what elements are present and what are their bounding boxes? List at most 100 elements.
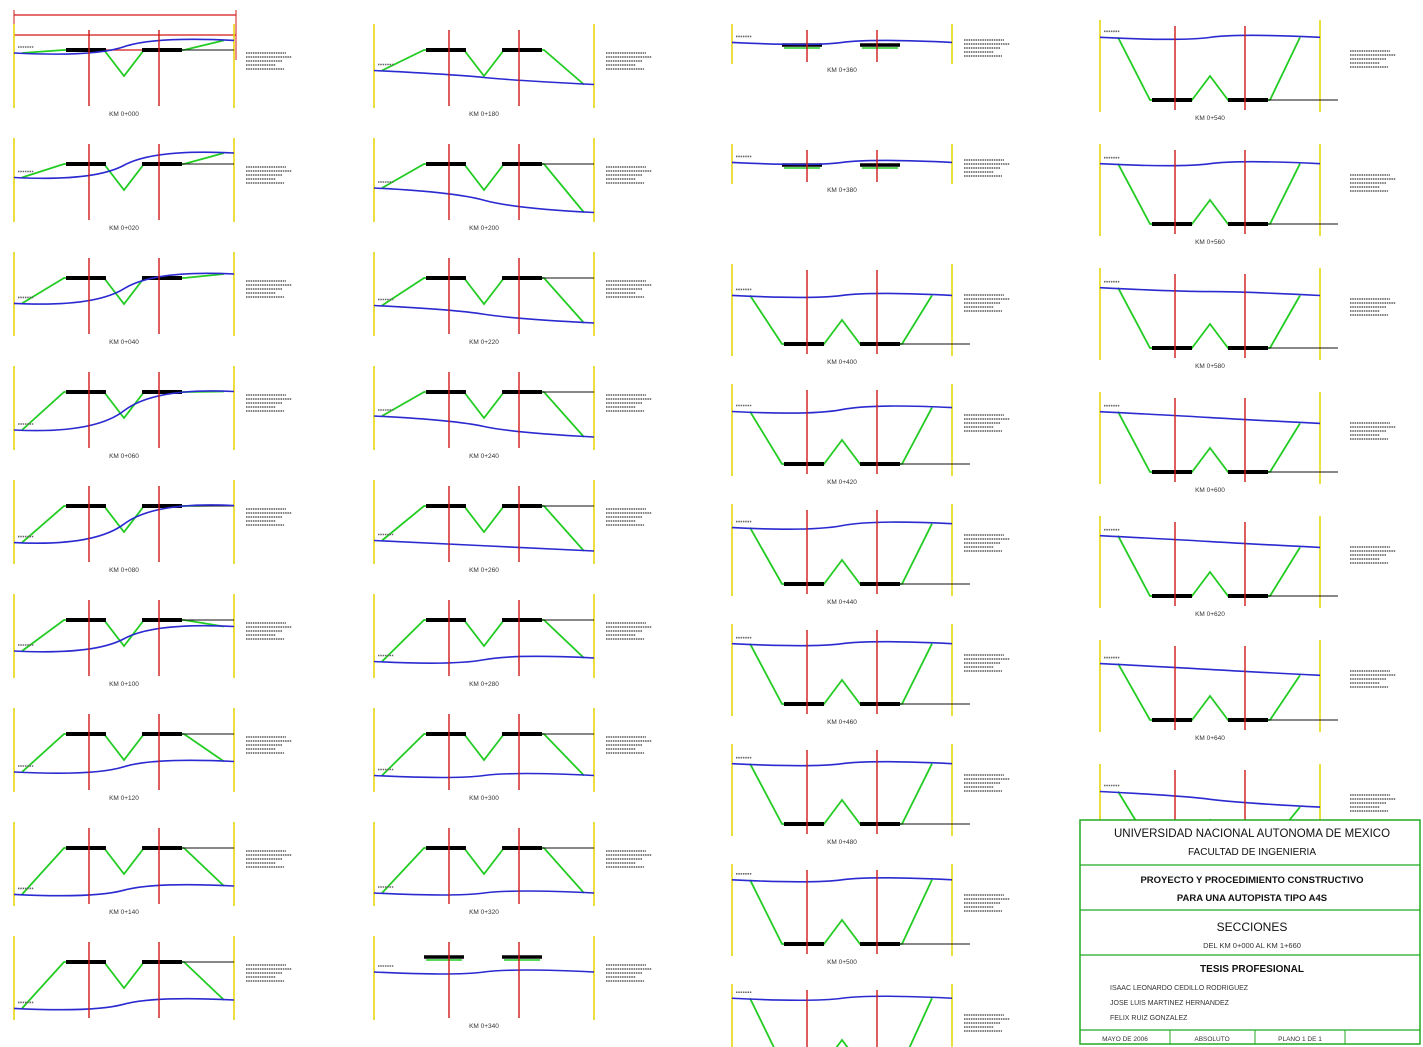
- drawing-date: MAYO DE 2006: [1102, 1036, 1148, 1043]
- drawing-range: DEL KM 0+000 AL KM 1+660: [1203, 941, 1301, 950]
- author-name: ISAAC LEONARDO CEDILLO RODRIGUEZ: [1110, 985, 1249, 992]
- slope-line: [381, 163, 585, 214]
- ground-line: [731, 640, 953, 647]
- slope-line: [381, 277, 585, 324]
- station-label: KM 0+360: [827, 67, 857, 74]
- cross-section: KM 0+600: [1099, 392, 1396, 494]
- ground-line: [731, 39, 953, 46]
- cross-section: KM 0+560: [1099, 144, 1396, 246]
- cross-section: KM 0+640: [1099, 640, 1396, 742]
- slope-line: [1117, 287, 1301, 349]
- ground-line: [1099, 160, 1321, 167]
- cross-section: KM 0+360: [731, 24, 1010, 74]
- cross-section: KM 0+260: [373, 480, 652, 574]
- ground-line: [13, 504, 235, 544]
- ground-line: [1099, 286, 1321, 297]
- station-label: KM 0+600: [1195, 487, 1225, 494]
- cross-section: KM 0+000: [13, 24, 292, 118]
- slope-line: [381, 505, 585, 552]
- slope-line: [21, 961, 225, 1010]
- university-name: UNIVERSIDAD NACIONAL AUTONOMA DE MEXICO: [1114, 828, 1390, 840]
- ground-line: [1099, 662, 1321, 677]
- cross-section: KM 0+400: [731, 264, 1010, 366]
- cross-section: KM 0+480: [731, 744, 1010, 846]
- slope-line: [21, 273, 225, 306]
- station-label: KM 0+220: [469, 339, 499, 346]
- ground-line: [13, 883, 235, 897]
- cross-section: KM 0+140: [13, 822, 292, 916]
- slope-line: [749, 643, 933, 705]
- station-label: KM 0+620: [1195, 611, 1225, 618]
- ground-line: [1099, 790, 1321, 808]
- ground-line: [13, 390, 235, 432]
- ground-line: [373, 187, 595, 214]
- slope-line: [21, 619, 225, 652]
- cross-section: KM 0+460: [731, 624, 1010, 726]
- slope-line: [749, 763, 933, 825]
- cross-section: KM 0+620: [1099, 516, 1396, 618]
- ground-line: [373, 772, 595, 779]
- station-label: KM 0+020: [109, 225, 139, 232]
- ground-line: [373, 969, 595, 975]
- station-label: KM 0+500: [827, 959, 857, 966]
- drawing-title: SECCIONES: [1217, 920, 1288, 934]
- ground-line: [13, 624, 235, 653]
- ground-line: [373, 655, 595, 664]
- drawing-scale: ABSOLUTO: [1194, 1036, 1229, 1043]
- slope-line: [749, 407, 933, 465]
- title-block: UNIVERSIDAD NACIONAL AUTONOMA DE MEXICO …: [1079, 819, 1421, 1045]
- slope-line: [381, 847, 585, 894]
- station-label: KM 0+200: [469, 225, 499, 232]
- station-label: KM 0+260: [469, 567, 499, 574]
- ground-line: [731, 159, 953, 166]
- slope-line: [1117, 163, 1301, 225]
- sheet-number: PLANO 1 DE 1: [1278, 1036, 1322, 1043]
- ground-line: [731, 995, 953, 1002]
- station-label: KM 0+540: [1195, 115, 1225, 122]
- ground-line: [13, 151, 235, 180]
- station-label: KM 0+480: [827, 839, 857, 846]
- station-label: KM 0+460: [827, 719, 857, 726]
- cross-section: KM 0+440: [731, 504, 1010, 606]
- station-label: KM 0+040: [109, 339, 139, 346]
- station-label: KM 0+000: [109, 111, 139, 118]
- cross-section: KM 0+200: [373, 138, 652, 232]
- cross-section: KM 0+060: [13, 366, 292, 460]
- ground-line: [731, 521, 953, 530]
- cross-section: KM 0+100: [13, 594, 292, 688]
- station-label: KM 0+240: [469, 453, 499, 460]
- slope-line: [381, 619, 585, 663]
- cross-section: KM 0+120: [13, 708, 292, 802]
- station-label: KM 0+400: [827, 359, 857, 366]
- slope-line: [21, 39, 225, 78]
- station-label: KM 0+060: [109, 453, 139, 460]
- ground-line: [373, 539, 595, 552]
- cross-section: KM 0+380: [731, 144, 1010, 194]
- cross-section: KM 0+340: [373, 936, 652, 1030]
- project-title-line2: PARA UNA AUTOPISTA TIPO A4S: [1177, 893, 1327, 904]
- cross-section: KM 0+540: [1099, 20, 1396, 122]
- station-label: KM 0+440: [827, 599, 857, 606]
- station-label: KM 0+080: [109, 567, 139, 574]
- cross-section: KM 0+040: [13, 252, 292, 346]
- ground-line: [13, 38, 235, 55]
- ground-line: [13, 997, 235, 1011]
- cross-section: KM 0+220: [373, 252, 652, 346]
- ground-line: [373, 415, 595, 438]
- ground-line: [373, 890, 595, 896]
- author-name: JOSE LUIS MARTINEZ HERNANDEZ: [1110, 1000, 1230, 1007]
- station-label: KM 0+640: [1195, 735, 1225, 742]
- slope-line: [749, 879, 933, 945]
- station-label: KM 0+580: [1195, 363, 1225, 370]
- station-label: KM 0+280: [469, 681, 499, 688]
- title-block-frame: [1079, 819, 1421, 1045]
- ground-line: [731, 877, 953, 883]
- slope-line: [21, 152, 225, 192]
- slope-line: [749, 294, 933, 345]
- cross-section: KM 0+240: [373, 366, 652, 460]
- station-label: KM 0+380: [827, 187, 857, 194]
- cross-section: KM 0+180: [373, 24, 652, 118]
- station-label: KM 0+340: [469, 1023, 499, 1030]
- cross-section: KM 0+020: [13, 138, 292, 232]
